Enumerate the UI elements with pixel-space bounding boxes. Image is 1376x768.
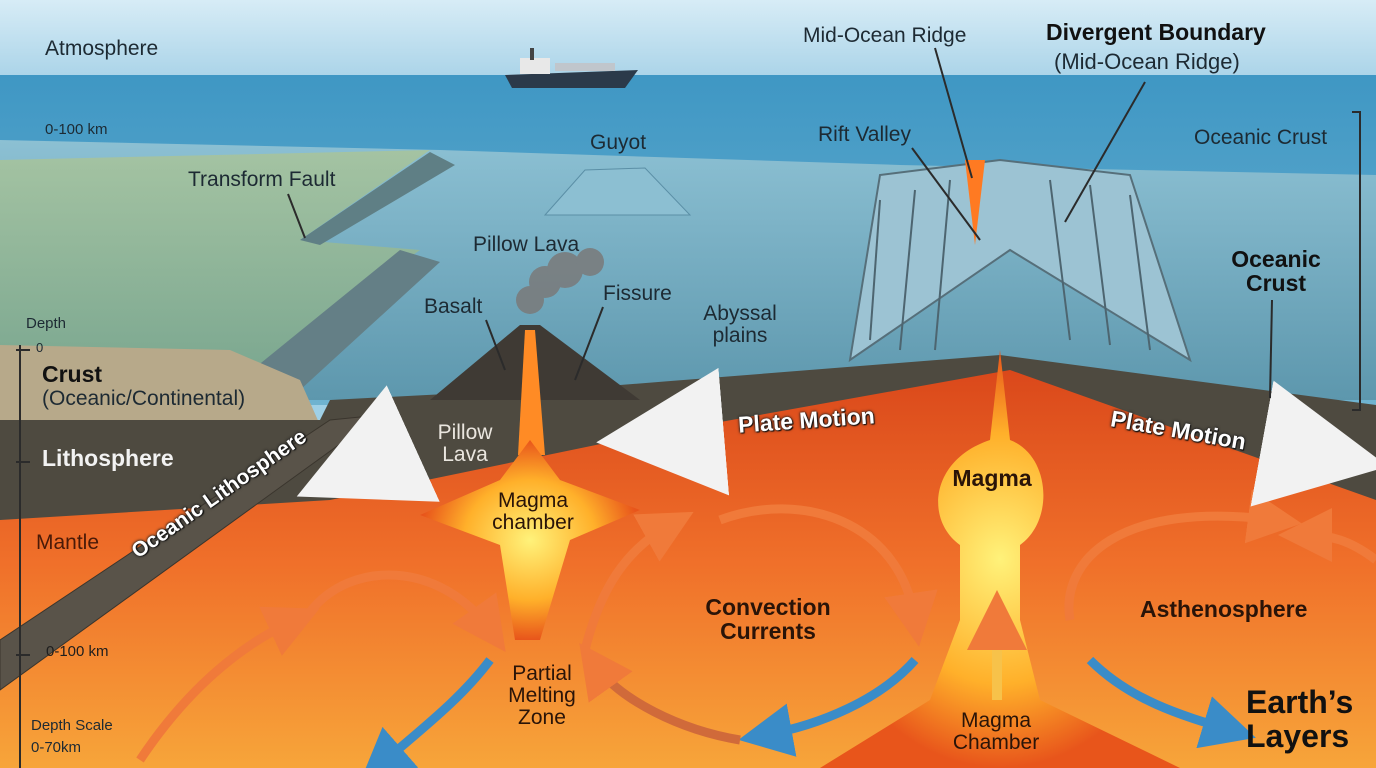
label-depth-0-100-low: 0-100 km [46, 643, 109, 660]
label-basalt: Basalt [424, 295, 483, 318]
label-transform-fault: Transform Fault [188, 168, 336, 191]
label-partial-melting-zone: Partial Melting Zone [508, 662, 576, 730]
label-pillow-lava-low: Pillow Lava [437, 421, 493, 467]
label-divergent-boundary-sub: (Mid-Ocean Ridge) [1054, 49, 1240, 74]
label-atmosphere: Atmosphere [45, 37, 159, 60]
ridge-fractures [869, 179, 1151, 351]
fault-scarp-lower [240, 250, 440, 390]
guyot-seamount [543, 167, 692, 216]
label-depth-zero: 0 [36, 340, 44, 355]
label-divergent-boundary: Divergent Boundary [1046, 19, 1266, 45]
continental-shelf [0, 150, 430, 380]
label-earths-layers: Earth’s Layers [1246, 684, 1354, 754]
magma-chamber-left [420, 440, 640, 640]
label-convection-currents: Convection Currents [705, 594, 831, 645]
label-crust: Crust [42, 361, 103, 387]
volcano-conduit [518, 330, 545, 455]
label-mantle: Mantle [36, 531, 100, 554]
mid-ocean-ridge [848, 158, 1192, 363]
convection-arrows [136, 489, 1376, 768]
label-abyssal-plains: Abyssal plains [703, 302, 777, 348]
ship-icon [505, 48, 638, 88]
label-depth-scale: Depth Scale 0-70km [31, 717, 113, 756]
leader-lines [287, 47, 1273, 399]
transform-fault-scarp [300, 152, 455, 245]
smoke-plume-icon [516, 248, 604, 314]
label-pillow-lava-top: Pillow Lava [473, 233, 580, 256]
label-magma-chamber-upper: Magma chamber [492, 489, 574, 535]
arrow-right-icon [1250, 380, 1376, 507]
label-magma: Magma [952, 465, 1032, 491]
magma-plume [820, 350, 1180, 768]
label-oceanic-crust-right: Oceanic Crust [1231, 246, 1321, 297]
label-mid-ocean-ridge: Mid-Ocean Ridge [803, 24, 967, 47]
arrow-left-icon [596, 367, 730, 496]
label-asthenosphere: Asthenosphere [1140, 596, 1308, 622]
continental-crust [0, 345, 320, 425]
label-rift-valley: Rift Valley [818, 123, 911, 146]
rift-lava [965, 160, 985, 245]
label-depth-0-100-top: 0-100 km [45, 121, 108, 138]
arrow-left-icon [296, 385, 440, 502]
label-depth: Depth [26, 315, 67, 332]
label-oceanic-crust-top: Oceanic Crust [1194, 126, 1328, 149]
sky [0, 0, 1376, 80]
label-crust-sub: (Oceanic/Continental) [42, 387, 246, 410]
depth-ticks [16, 349, 30, 656]
label-fissure: Fissure [603, 282, 672, 305]
crust-bracket [1352, 111, 1361, 411]
label-magma-chamber-low: Magma Chamber [952, 709, 1040, 755]
label-guyot: Guyot [590, 131, 647, 154]
label-lithosphere: Lithosphere [42, 445, 174, 471]
